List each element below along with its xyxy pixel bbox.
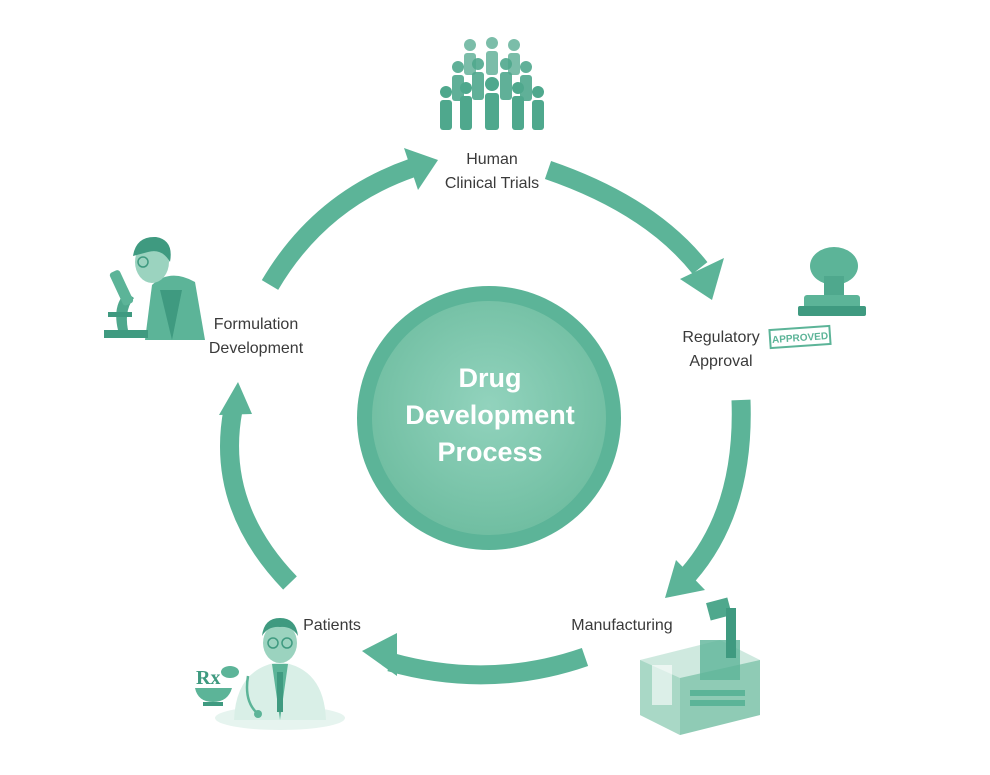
center-title: Drug Development Process xyxy=(380,360,600,471)
label-patients-line1: Patients xyxy=(303,617,361,634)
label-regulatory-approval-line2: Approval xyxy=(689,353,753,370)
arrowhead-manufacturing xyxy=(665,560,705,598)
mortar-bowl xyxy=(195,688,232,702)
arrowhead-approval xyxy=(680,258,724,300)
label-formulation-development-line1: Formulation xyxy=(213,316,299,333)
arrow-manufacturing-to-patients xyxy=(387,648,589,685)
arrow-formulation-to-trials xyxy=(261,159,416,290)
label-human-clinical-trials-line2: Clinical Trials xyxy=(444,175,540,192)
approved-stamp-text: APPROVED xyxy=(772,331,829,346)
cycle-arrows xyxy=(220,159,751,685)
arrowhead-formulation xyxy=(219,382,252,415)
center-title-line2: Development xyxy=(405,400,575,430)
label-human-clinical-trials-line1: Human xyxy=(466,151,518,168)
crowd-icon xyxy=(440,37,544,130)
center-circle xyxy=(357,286,621,550)
doctor-icon: Rx xyxy=(195,618,345,730)
arrowhead-patients xyxy=(362,633,397,676)
arrow-approval-to-manufacturing xyxy=(680,399,751,582)
label-regulatory-approval-line1: Regulatory xyxy=(682,329,760,346)
factory-machine-icon xyxy=(640,597,760,735)
label-manufacturing: Manufacturing xyxy=(560,614,684,638)
arrow-trials-to-approval xyxy=(544,161,708,274)
center-title-line1: Drug xyxy=(458,363,522,393)
rx-symbol: Rx xyxy=(196,667,220,689)
label-human-clinical-trials: Human Clinical Trials xyxy=(420,148,564,196)
arrowhead-trials xyxy=(404,148,438,190)
label-patients: Patients xyxy=(292,614,372,638)
scientist-microscope-icon xyxy=(104,236,205,340)
label-formulation-development-line2: Development xyxy=(208,340,304,357)
approved-stamp-icon: APPROVED xyxy=(768,247,866,350)
arrow-patients-to-formulation xyxy=(220,408,297,590)
arrow-heads xyxy=(219,148,724,676)
label-regulatory-approval: Regulatory Approval xyxy=(666,326,776,374)
label-formulation-development: Formulation Development xyxy=(198,313,314,361)
label-manufacturing-line1: Manufacturing xyxy=(571,617,673,634)
center-title-line3: Process xyxy=(437,437,543,467)
